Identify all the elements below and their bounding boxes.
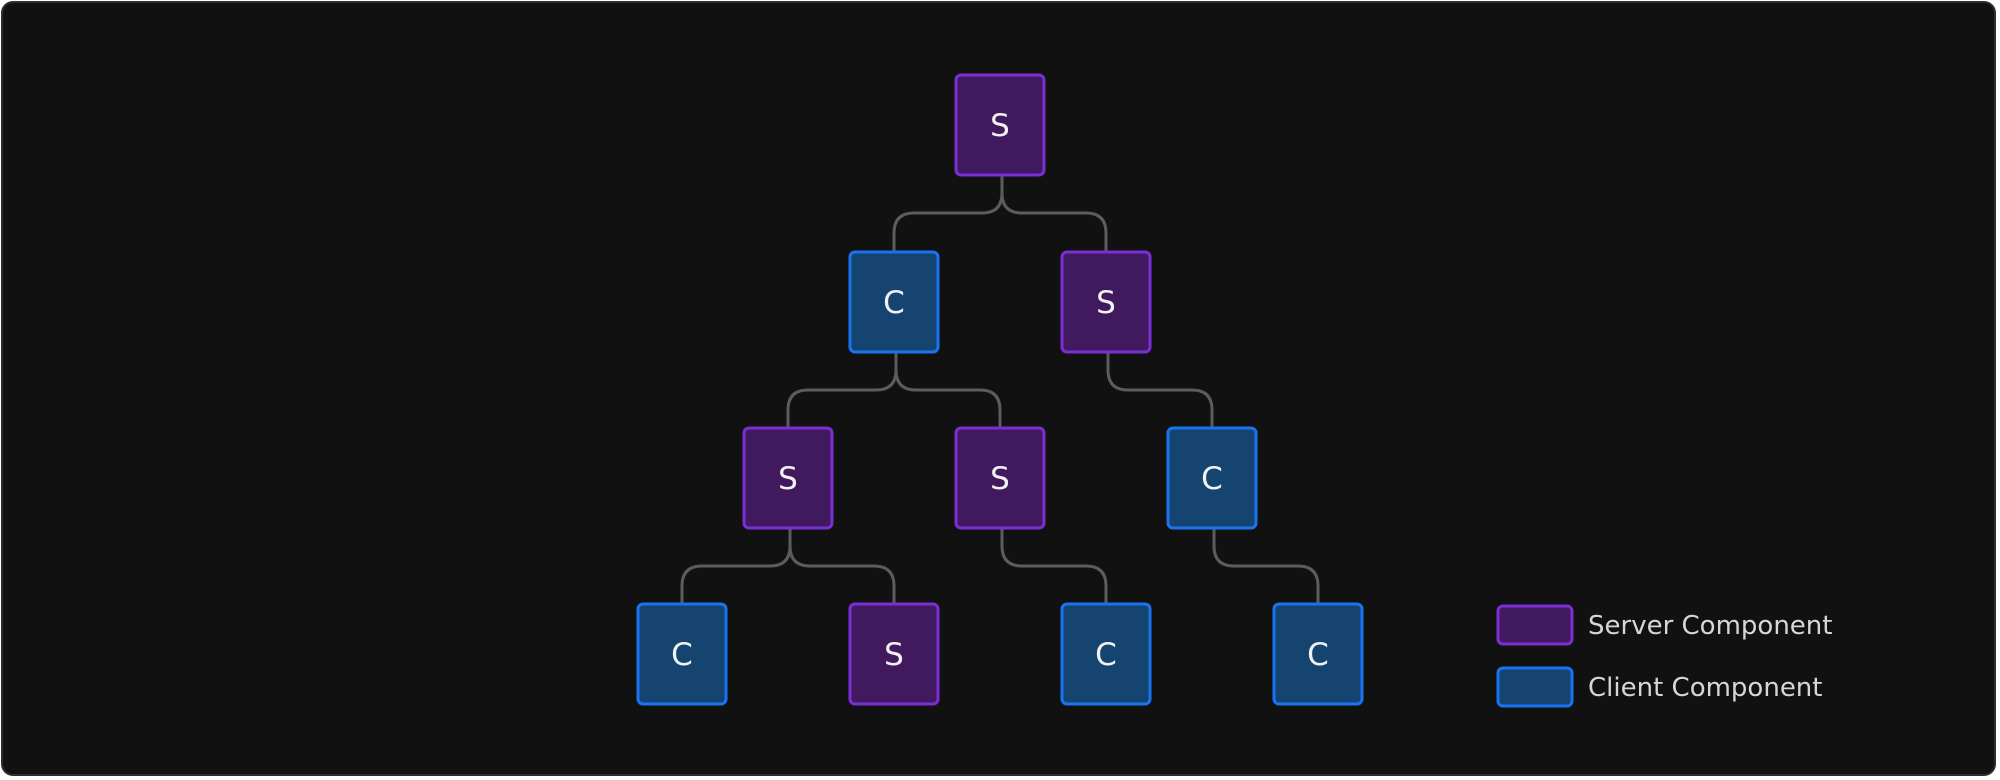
client-component-node: C <box>1166 426 1258 530</box>
node-label: S <box>990 461 1010 497</box>
edge-n2-n5 <box>1106 350 1214 430</box>
client-component-node: C <box>1060 602 1152 706</box>
client-component-node: C <box>636 602 728 706</box>
client-node-box <box>1166 426 1258 530</box>
tree-nodes: S C S S S C C S C C <box>636 73 1364 706</box>
server-component-node: S <box>954 73 1046 177</box>
server-node-box <box>954 73 1046 177</box>
legend-item-client: Client Component <box>1496 666 1822 708</box>
node-label: S <box>1096 285 1116 321</box>
client-node-box <box>636 602 728 706</box>
edge-n5-n9 <box>1212 526 1320 606</box>
server-component-node: S <box>848 602 940 706</box>
client-node-box <box>848 250 940 354</box>
client-node-box <box>1272 602 1364 706</box>
server-node-box <box>742 426 834 530</box>
server-component-node: S <box>742 426 834 530</box>
node-label: C <box>1095 637 1117 673</box>
node-label: C <box>883 285 905 321</box>
client-node-box <box>1060 602 1152 706</box>
node-label: S <box>778 461 798 497</box>
server-node-box <box>954 426 1046 530</box>
legend-label: Client Component <box>1588 673 1822 703</box>
node-label: C <box>671 637 693 673</box>
legend-swatch-server <box>1496 604 1574 646</box>
legend-label: Server Component <box>1588 611 1832 641</box>
server-node-box <box>848 602 940 706</box>
legend-swatch-client <box>1496 666 1574 708</box>
node-label: S <box>884 637 904 673</box>
client-component-node: C <box>1272 602 1364 706</box>
legend-item-server: Server Component <box>1496 604 1832 646</box>
client-component-node: C <box>848 250 940 354</box>
edge-n1-n4 <box>894 350 1002 430</box>
server-node-box <box>1060 250 1152 354</box>
tree-edges <box>680 173 1320 606</box>
edge-n0-n2 <box>1000 173 1108 254</box>
edge-n1-n3 <box>786 350 898 430</box>
edge-n3-n7 <box>788 526 896 606</box>
node-label: C <box>1201 461 1223 497</box>
node-label: S <box>990 108 1010 144</box>
edge-n3-n6 <box>680 526 792 606</box>
node-label: C <box>1307 637 1329 673</box>
server-component-node: S <box>954 426 1046 530</box>
server-component-node: S <box>1060 250 1152 354</box>
edge-n0-n1 <box>892 173 1004 254</box>
edge-n4-n8 <box>1000 526 1108 606</box>
